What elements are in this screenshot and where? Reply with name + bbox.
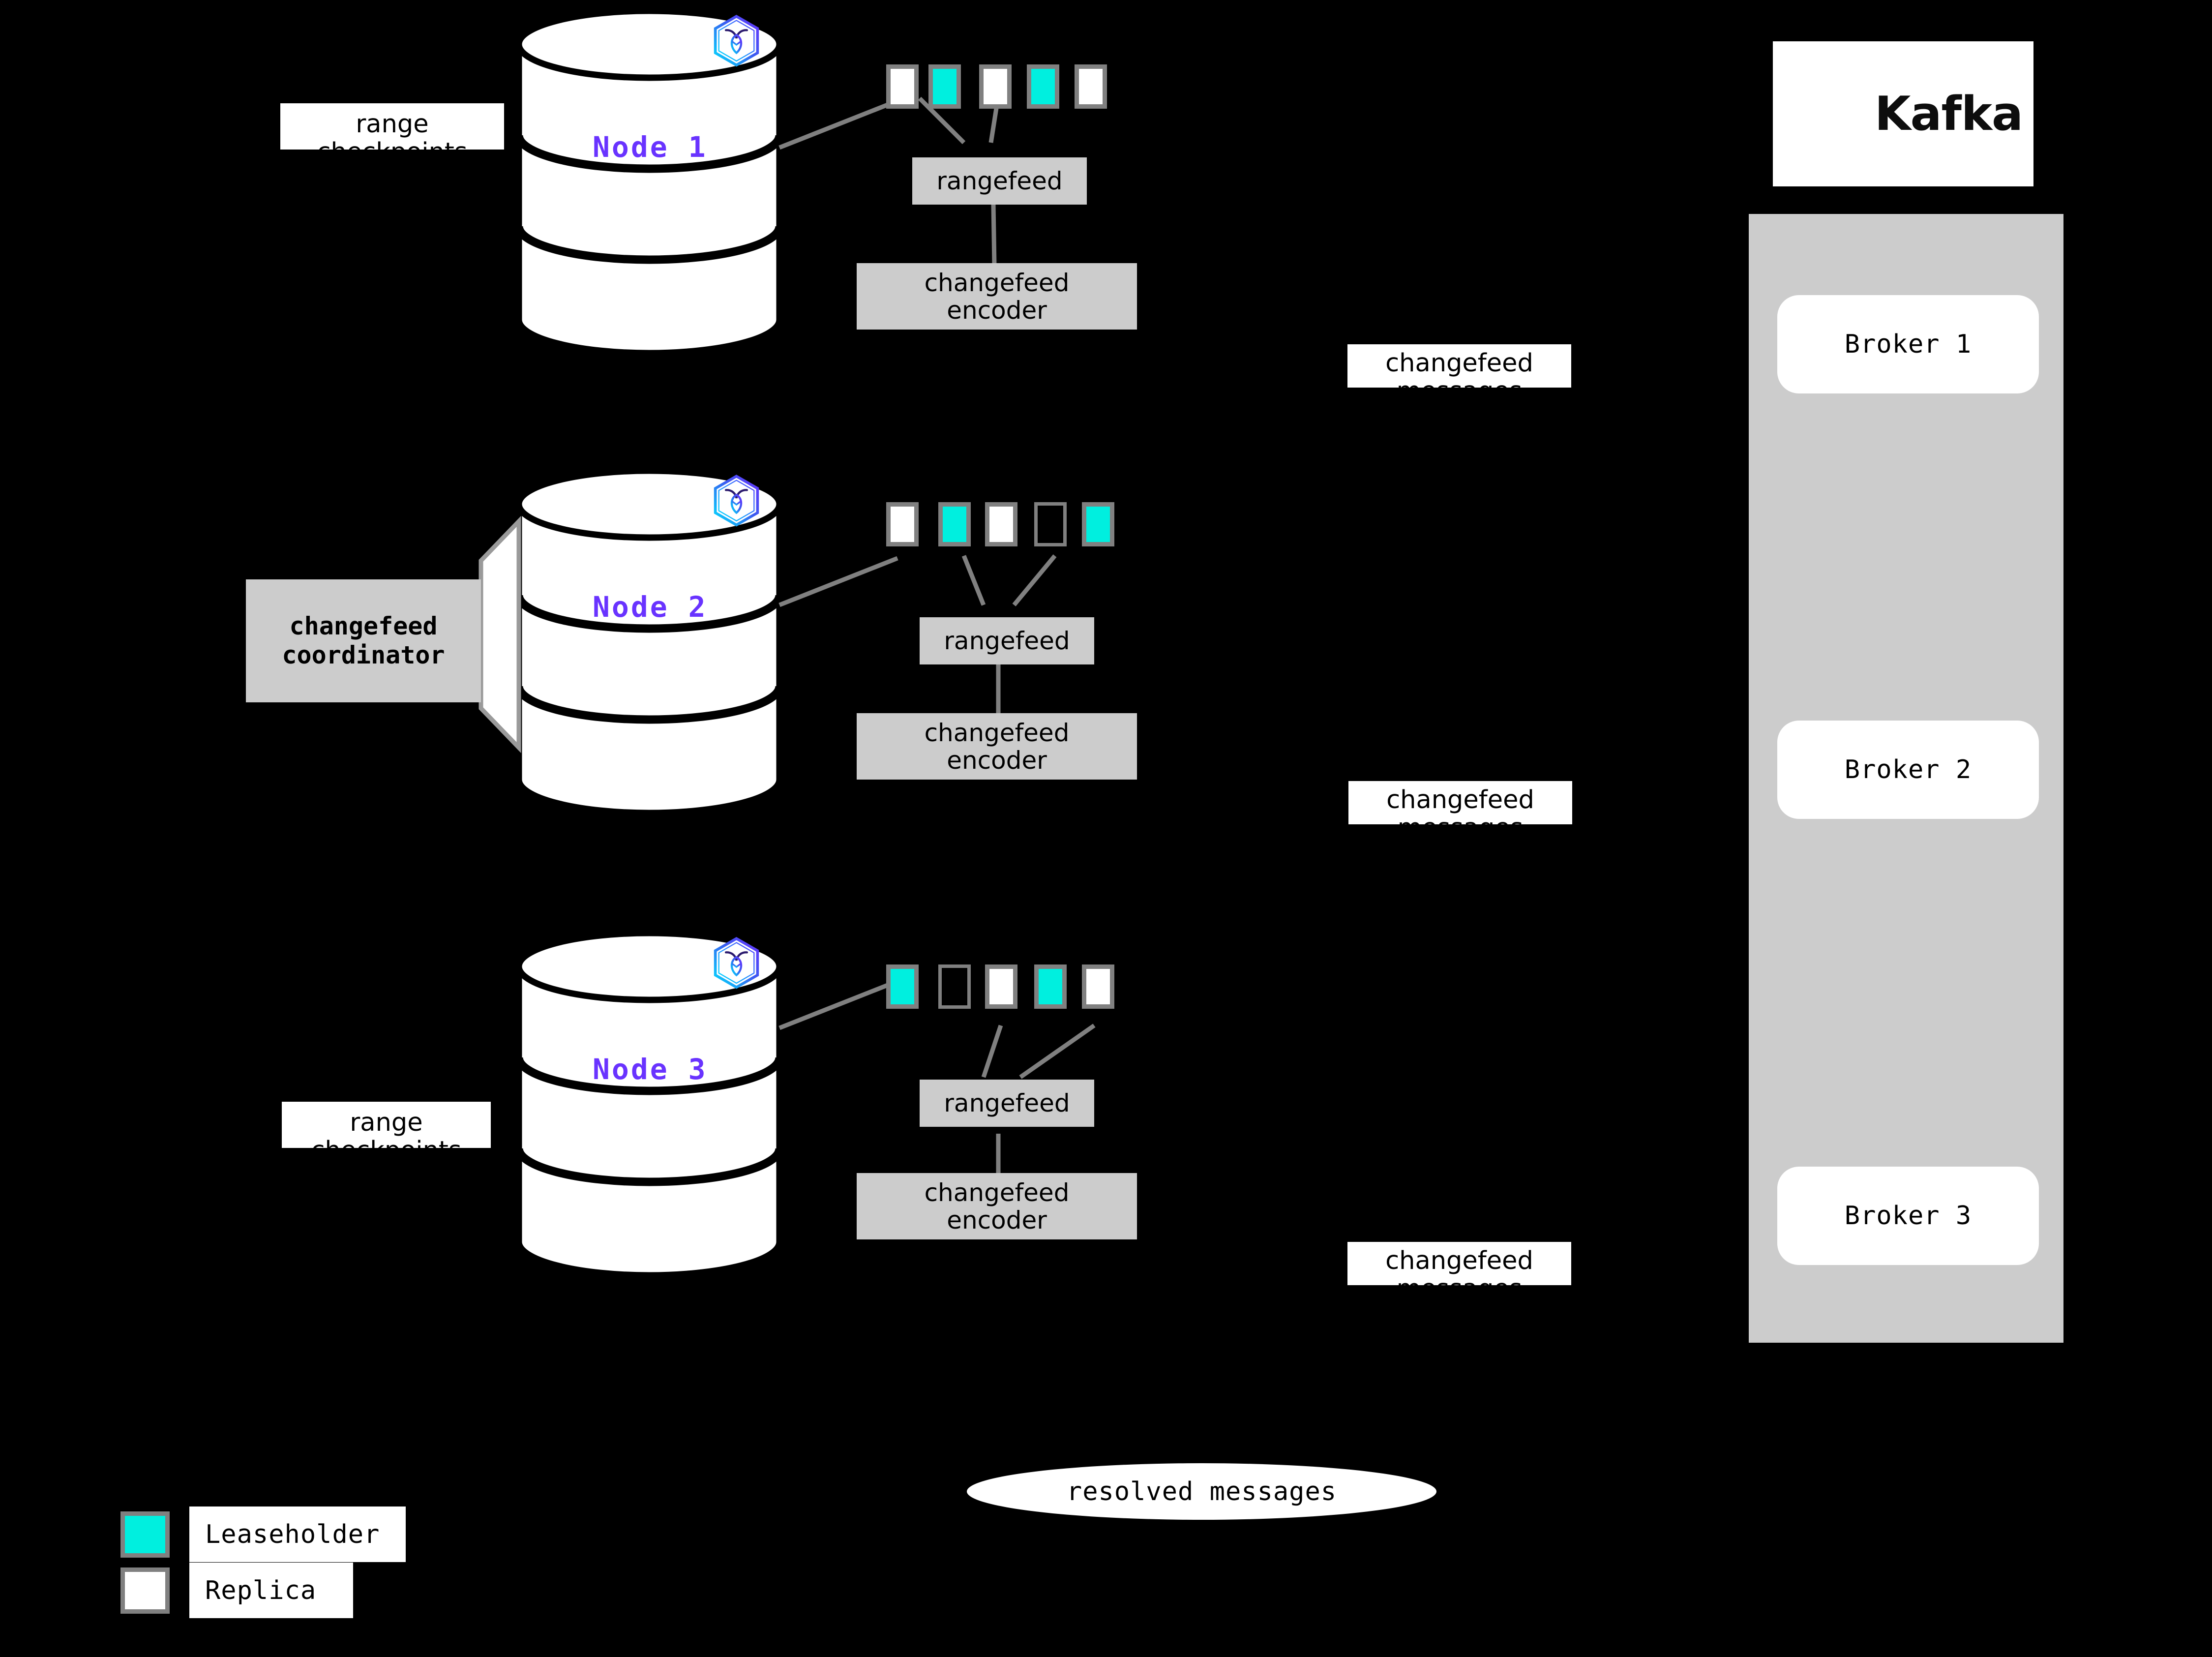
node-1-range-checkpoints-line1: range: [356, 110, 429, 139]
node-2-label: Node 2: [593, 590, 708, 624]
broker-1[interactable]: Broker 1: [1777, 295, 2039, 393]
node-1-label: Node 1: [593, 130, 708, 164]
resolved-messages-pill[interactable]: resolved messages: [967, 1463, 1436, 1520]
node-1-range-4[interactable]: [1027, 64, 1059, 109]
legend-swatch-replica: [120, 1567, 170, 1614]
legend-swatch-leaseholder: [120, 1511, 170, 1558]
changefeed-messages-label-2: changefeed messages: [1348, 781, 1572, 842]
node-2-encoder-line2: encoder: [947, 746, 1047, 775]
changefeed-messages-3-line2: messages: [1396, 1274, 1523, 1304]
node-1-range-5[interactable]: [1075, 64, 1107, 109]
cockroachdb-hexagon-icon-2: [714, 475, 759, 527]
node-1-range-checkpoints-label: range checkpoints: [280, 103, 504, 166]
node-2-encoder-line1: changefeed: [924, 718, 1070, 747]
changefeed-messages-label-1: changefeed messages: [1347, 344, 1571, 405]
node-3-label: Node 3: [593, 1053, 708, 1086]
changefeed-messages-1-line1: changefeed: [1385, 349, 1533, 378]
coordinator-line1: changefeed: [289, 612, 438, 640]
broker-3[interactable]: Broker 3: [1777, 1167, 2039, 1265]
node-3-range-1[interactable]: [886, 964, 919, 1009]
node-3-rangefeed-box[interactable]: rangefeed: [920, 1080, 1094, 1127]
node-2-range-1[interactable]: [886, 502, 919, 546]
changefeed-messages-2-line2: messages: [1397, 813, 1524, 843]
node-2-changefeed-encoder-box[interactable]: changefeed encoder: [857, 713, 1137, 780]
changefeed-messages-label-3: changefeed messages: [1347, 1242, 1571, 1303]
coordinator-flag: [478, 515, 521, 753]
kafka-wordmark: Kafka: [1874, 87, 2023, 141]
node-3-range-5[interactable]: [1082, 964, 1114, 1009]
node-1-cylinder: [514, 7, 784, 357]
changefeed-messages-3-line1: changefeed: [1385, 1246, 1533, 1275]
legend-label-leaseholder: Leaseholder: [189, 1506, 406, 1562]
node-3-range-4[interactable]: [1034, 964, 1067, 1009]
node-2-range-4[interactable]: [1034, 502, 1067, 546]
node-3-encoder-line1: changefeed: [924, 1178, 1070, 1207]
node-1-changefeed-encoder-box[interactable]: changefeed encoder: [857, 263, 1137, 330]
node-2-rangefeed-box[interactable]: rangefeed: [920, 617, 1094, 664]
node-3-cylinder: [514, 930, 784, 1279]
kafka-logo-card: Kafka: [1773, 41, 2033, 186]
cockroachdb-hexagon-icon-3: [714, 937, 759, 989]
changefeed-messages-2-line1: changefeed: [1386, 785, 1534, 814]
legend-label-replica: Replica: [189, 1563, 353, 1618]
cockroachdb-hexagon-icon-1: [714, 15, 759, 67]
coordinator-line2: coordinator: [282, 641, 445, 669]
node-3-encoder-line2: encoder: [947, 1205, 1047, 1235]
node-1-range-1[interactable]: [886, 64, 919, 109]
node-3-range-checkpoints-line2: checkpoints: [311, 1136, 462, 1166]
node-2-range-3[interactable]: [985, 502, 1017, 546]
node-1-encoder-line2: encoder: [947, 296, 1047, 325]
changefeed-coordinator-box[interactable]: changefeed coordinator: [246, 579, 481, 702]
node-1-range-2[interactable]: [928, 64, 961, 109]
node-3-range-checkpoints-line1: range: [350, 1108, 423, 1137]
node-3-changefeed-encoder-box[interactable]: changefeed encoder: [857, 1173, 1137, 1239]
node-3-range-checkpoints-label: range checkpoints: [282, 1102, 491, 1165]
node-3-range-2[interactable]: [938, 964, 971, 1009]
node-1-encoder-line1: changefeed: [924, 268, 1070, 297]
node-1-rangefeed-box[interactable]: rangefeed: [912, 157, 1087, 205]
node-2-range-5[interactable]: [1082, 502, 1114, 546]
changefeed-messages-1-line2: messages: [1396, 377, 1523, 406]
broker-2[interactable]: Broker 2: [1777, 721, 2039, 819]
node-1-range-3[interactable]: [979, 64, 1012, 109]
node-1-range-checkpoints-line2: checkpoints: [317, 138, 468, 167]
node-2-range-2[interactable]: [938, 502, 971, 546]
node-2-cylinder: [514, 467, 784, 816]
node-3-range-3[interactable]: [985, 964, 1017, 1009]
